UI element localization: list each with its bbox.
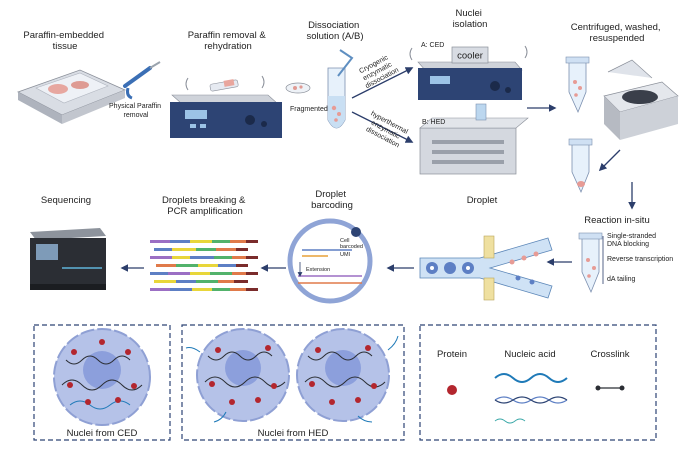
- protein-symbol-icon: [447, 385, 457, 395]
- arrow-to-ced: [351, 67, 414, 99]
- legend-panel: [419, 324, 657, 441]
- dsdna-symbol-icon: [494, 373, 568, 383]
- reaction-step-rt: Reverse transcription: [607, 256, 673, 263]
- hed-nucleus-2-icon: [296, 328, 399, 423]
- dissociation-title: Dissociation solution (A/B): [306, 20, 363, 42]
- microfluidic-chip-icon: [419, 235, 553, 301]
- tissue-icon: [48, 84, 68, 94]
- barcoding-droplet-icon: [287, 218, 373, 304]
- fragmented-label: Fragmented: [290, 106, 328, 113]
- legend-protein-label: Protein: [437, 349, 467, 360]
- hed-panel: [181, 324, 405, 441]
- double-helix-symbol-icon: [494, 396, 568, 404]
- arrow-centrifuge-to-pellet: [598, 149, 621, 172]
- ssdna-symbol-icon: [494, 418, 526, 424]
- hotplate-icon: [17, 69, 127, 124]
- ced-panel: [33, 324, 171, 441]
- petri-dish-icon: [285, 82, 311, 94]
- hed-label: B: HED: [422, 119, 445, 126]
- hed-device-icon: [419, 103, 529, 175]
- cooler-box: [451, 46, 489, 64]
- reaction-tube-icon: [578, 232, 603, 294]
- cell-barcoded-label: Cell barcoded: [340, 238, 363, 250]
- reaction-step-ssdna: Single-stranded DNA blocking: [607, 233, 658, 248]
- legend-nucleic-acid-label: Nucleic acid: [504, 349, 555, 360]
- paraffin-tissue-title: Paraffin-embedded tissue: [23, 30, 106, 52]
- sequencer-icon: [30, 228, 106, 290]
- extension-label: Extension: [306, 267, 330, 273]
- reaction-step-datail: dA tailing: [607, 276, 636, 283]
- ced-nucleus-icon: [53, 328, 151, 426]
- droplet-title: Droplet: [467, 195, 498, 206]
- pcr-fragments-icon: [150, 240, 258, 291]
- droplet-barcoding-title: Droplet barcoding: [311, 189, 353, 211]
- scalpel-hand-icon: [123, 61, 161, 100]
- test-tube-icon: [327, 49, 354, 129]
- legend-crosslink-label: Crosslink: [590, 349, 629, 360]
- pcr-title: Droplets breaking & PCR amplification: [162, 195, 248, 217]
- hed-caption: Nuclei from HED: [258, 428, 329, 439]
- ced-device-icon: [409, 45, 528, 100]
- umi-label: UMI: [340, 252, 351, 258]
- removal-rehydration-title: Paraffin removal & rehydration: [188, 30, 269, 52]
- sequencing-title: Sequencing: [41, 195, 91, 206]
- hyperthermal-label: hyperthermal enzymatic dissociation: [362, 110, 411, 150]
- eppendorf-tube-icon: [565, 56, 590, 114]
- arrow-to-hed: [351, 111, 414, 143]
- centrifuged-title: Centrifuged, washed, resuspended: [571, 22, 663, 44]
- physical-removal-label: Physical Paraffin removal: [109, 103, 163, 119]
- crosslink-symbol-icon: [595, 385, 625, 391]
- cooler-label: cooler: [457, 51, 483, 62]
- centrifuge-icon: [603, 59, 679, 140]
- ced-label: A: CED: [421, 42, 444, 49]
- nuclei-isolation-title: Nuclei isolation: [453, 8, 488, 30]
- hed-nucleus-1-icon: [185, 328, 290, 423]
- ced-caption: Nuclei from CED: [67, 428, 138, 439]
- shaker-device-icon: [170, 75, 282, 138]
- pellet-tube-icon: [568, 138, 593, 194]
- reaction-title: Reaction in-situ: [584, 215, 649, 226]
